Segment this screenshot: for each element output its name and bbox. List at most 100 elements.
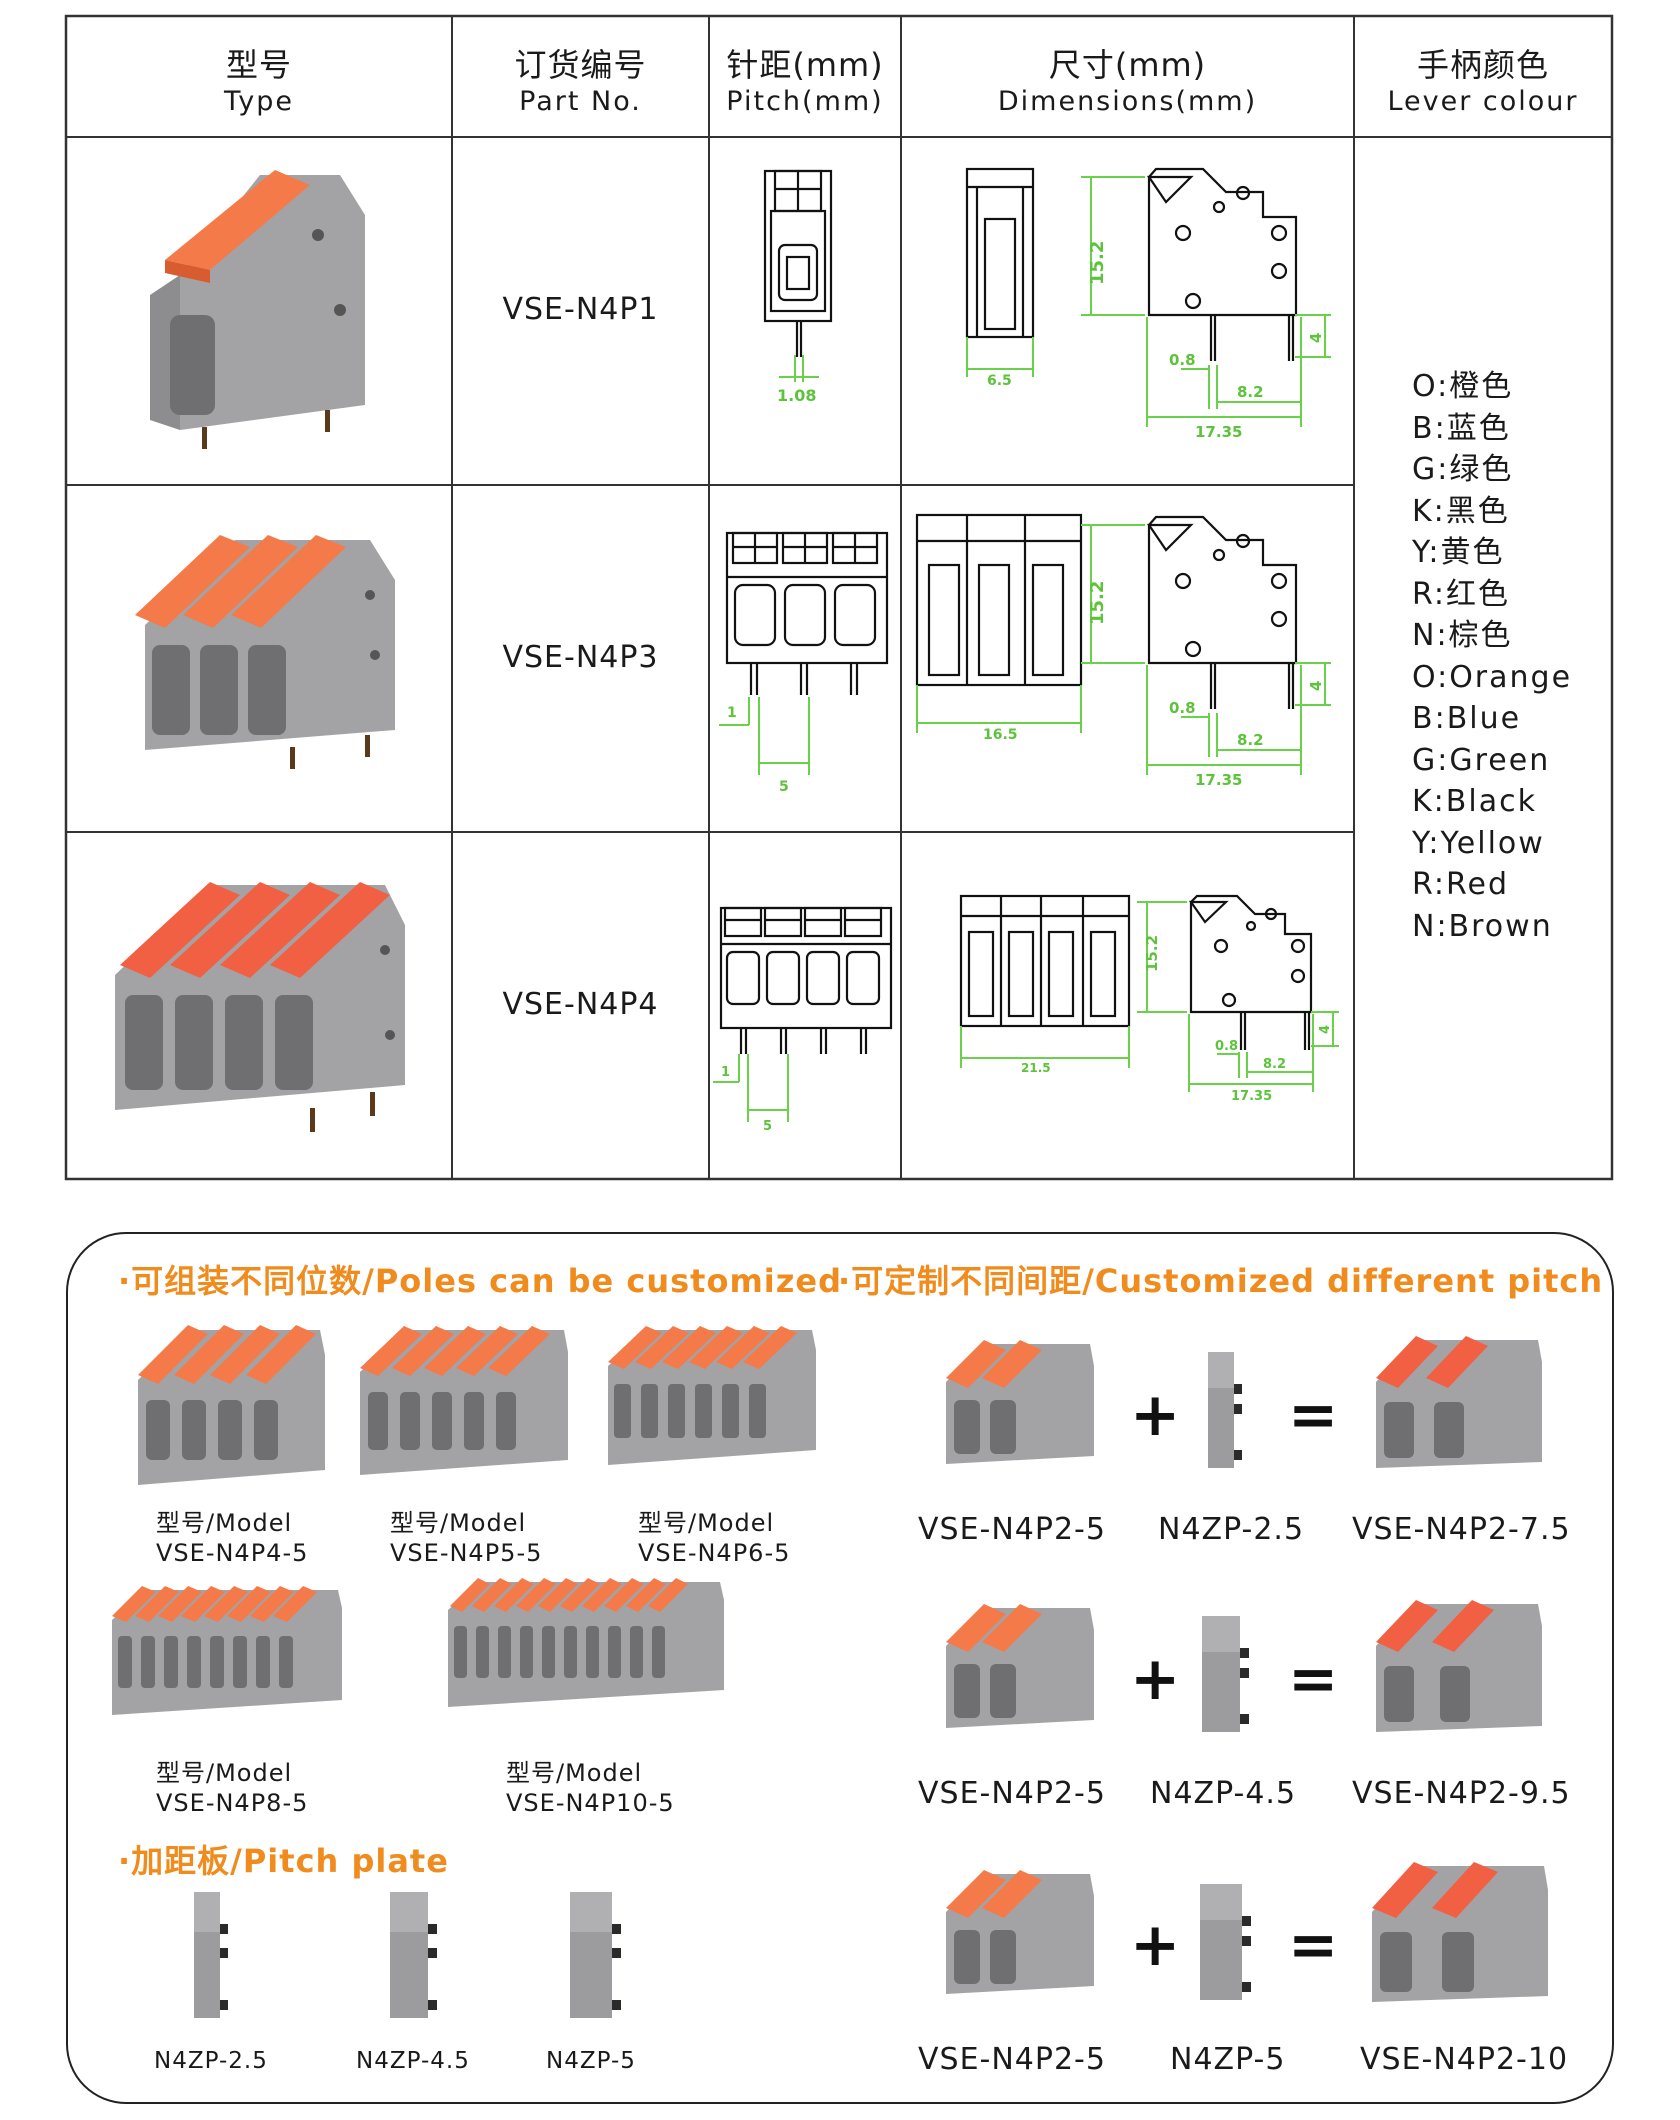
pitch-plate-5: [570, 1892, 621, 2018]
colour-cn-3: G:绿色: [1412, 452, 1514, 487]
combo-1-plate-photo: [1208, 1352, 1242, 1468]
colour-en-5: Y:Yellow: [1412, 825, 1545, 861]
pitch-plate-label-2: N4ZP-4.5: [356, 2048, 470, 2074]
colour-cn-4: K:黑色: [1412, 493, 1510, 529]
colour-en-4: K:Black: [1412, 784, 1537, 819]
dimension-drawing-row-2: 16.5 15.2 4 0.8 8.2 17.35: [915, 513, 1331, 789]
dim-offset-row-2: 0.8: [1169, 699, 1196, 717]
header-pitch-en: Pitch(mm): [726, 86, 884, 117]
header-pitch: 针距(mm) Pitch(mm): [709, 40, 901, 117]
model-photo-n4p6-5: [608, 1326, 816, 1465]
model-prefix: 型号/Model: [506, 1759, 643, 1787]
combo-2-base-label: VSE-N4P2-5: [918, 1776, 1106, 1811]
product-photo-4-pole: [115, 882, 405, 1132]
combo-1-base-photo: [946, 1340, 1094, 1464]
model-photo-n4p10-5: [448, 1578, 724, 1707]
dim-height-row-2: 15.2: [1087, 581, 1108, 625]
poles-customized-title: ·可组装不同位数/Poles can be customized: [118, 1262, 843, 1300]
dim-width-row-2: 16.5: [983, 727, 1018, 743]
pitch-drawing-row-1: 1.08: [763, 169, 833, 405]
dim-offset-row-1: 0.8: [1169, 351, 1196, 369]
customization-panel: [66, 1232, 1614, 2104]
model-photo-n4p8-5: [112, 1586, 342, 1715]
dim-width-row-1: 6.5: [987, 373, 1012, 389]
model-label-n4p5-5: 型号/Model VSE-N4P5-5: [390, 1508, 542, 1568]
header-part-no: 订货编号 Part No.: [452, 40, 709, 117]
colour-en-7: N:Brown: [1412, 908, 1553, 944]
combo-3-equals: =: [1288, 1910, 1339, 1980]
model-code: VSE-N4P4-5: [156, 1539, 309, 1567]
header-part-no-en: Part No.: [519, 86, 642, 117]
combo-1-plate-label: N4ZP-2.5: [1158, 1512, 1305, 1547]
model-photo-n4p4-5: [138, 1325, 325, 1485]
model-code: VSE-N4P6-5: [638, 1539, 791, 1567]
model-code: VSE-N4P10-5: [506, 1789, 675, 1817]
dim-span-row-3: 8.2: [1263, 1057, 1286, 1072]
pitch-label-1-08: 1.08: [777, 386, 816, 405]
colour-cn-2: B:蓝色: [1412, 410, 1511, 446]
product-photo-1-pole: [150, 170, 365, 449]
colour-en-1: O:Orange: [1412, 659, 1573, 695]
pitch-label-row3-a: 1: [721, 1065, 730, 1080]
dim-pin-row-1: 4: [1307, 333, 1325, 343]
dim-depth-row-3: 17.35: [1231, 1089, 1272, 1104]
pitch-plate-title: ·加距板/Pitch plate: [118, 1842, 449, 1880]
colour-en-3: G:Green: [1412, 742, 1551, 778]
pitch-drawing-row-2: 1 5: [719, 531, 889, 795]
pitch-drawing-row-3: 1 5: [713, 906, 893, 1134]
header-dimensions-cn: 尺寸(mm): [1048, 46, 1207, 84]
combo-1-plus: +: [1130, 1380, 1181, 1450]
model-prefix: 型号/Model: [390, 1509, 527, 1537]
combo-3-base-photo: [946, 1870, 1094, 1994]
dim-offset-row-3: 0.8: [1215, 1039, 1238, 1054]
colour-cn-1: O:橙色: [1412, 369, 1514, 404]
colour-list: O:橙色 B:蓝色 G:绿色 K:黑色 Y:黄色 R:红色 N:棕色 O:Ora…: [1412, 366, 1572, 947]
model-code: VSE-N4P8-5: [156, 1789, 309, 1817]
colour-cn-5: Y:黄色: [1412, 535, 1505, 570]
header-lever-colour-en: Lever colour: [1387, 86, 1579, 117]
combo-2-equals: =: [1288, 1644, 1339, 1714]
combo-2-plate-photo: [1202, 1616, 1249, 1732]
combo-3-plus: +: [1130, 1910, 1181, 1980]
combo-1-result-photo: [1376, 1336, 1542, 1468]
pitch-label-row3-b: 5: [763, 1119, 772, 1134]
model-prefix: 型号/Model: [156, 1509, 293, 1537]
pitch-label-row2-b: 5: [779, 779, 789, 795]
part-no-row-1: VSE-N4P1: [502, 292, 659, 327]
header-lever-colour: 手柄颜色 Lever colour: [1354, 40, 1612, 117]
model-label-n4p4-5: 型号/Model VSE-N4P4-5: [156, 1508, 308, 1568]
combo-3-base-label: VSE-N4P2-5: [918, 2042, 1106, 2077]
header-type-cn: 型号: [225, 46, 292, 84]
colour-cn-6: R:红色: [1412, 576, 1511, 612]
dim-height-row-1: 15.2: [1087, 241, 1108, 285]
part-no-row-3: VSE-N4P4: [502, 987, 659, 1022]
colour-en-2: B:Blue: [1412, 701, 1522, 736]
combo-1-base-label: VSE-N4P2-5: [918, 1512, 1106, 1547]
dimension-drawing-row-3: 21.5 15.2 4 0.8 8.2 17.35: [959, 894, 1339, 1104]
part-no-row-2: VSE-N4P3: [502, 640, 659, 675]
header-dimensions: 尺寸(mm) Dimensions(mm): [901, 40, 1354, 117]
model-code: VSE-N4P5-5: [390, 1539, 543, 1567]
dim-width-row-3: 21.5: [1021, 1061, 1051, 1075]
header-type-en: Type: [223, 86, 294, 117]
colour-cn-7: N:棕色: [1412, 618, 1513, 653]
product-photo-3-pole: [135, 535, 395, 769]
combo-3-plate-photo: [1200, 1884, 1251, 2000]
header-part-no-cn: 订货编号: [514, 46, 647, 84]
dimension-drawing-row-1: 6.5 15.2 4 0.8 8.2 17.35: [965, 167, 1331, 441]
dim-depth-row-1: 17.35: [1195, 423, 1242, 441]
combo-2-result-photo: [1376, 1600, 1542, 1732]
pitch-plate-label-1: N4ZP-2.5: [154, 2048, 268, 2074]
model-photo-n4p5-5: [360, 1326, 568, 1475]
header-type: 型号 Type: [66, 40, 452, 117]
pitch-label-row2-a: 1: [727, 705, 737, 721]
combo-3-result-photo: [1372, 1862, 1548, 2002]
combo-3-result-label: VSE-N4P2-10: [1360, 2042, 1569, 2077]
model-prefix: 型号/Model: [638, 1509, 775, 1537]
combo-2-base-photo: [946, 1604, 1094, 1728]
header-dimensions-en: Dimensions(mm): [997, 86, 1258, 117]
dim-span-row-1: 8.2: [1237, 383, 1264, 401]
pitch-plate-label-3: N4ZP-5: [546, 2048, 636, 2074]
pitch-plate-4-5: [390, 1892, 437, 2018]
dim-height-row-3: 15.2: [1143, 935, 1161, 972]
